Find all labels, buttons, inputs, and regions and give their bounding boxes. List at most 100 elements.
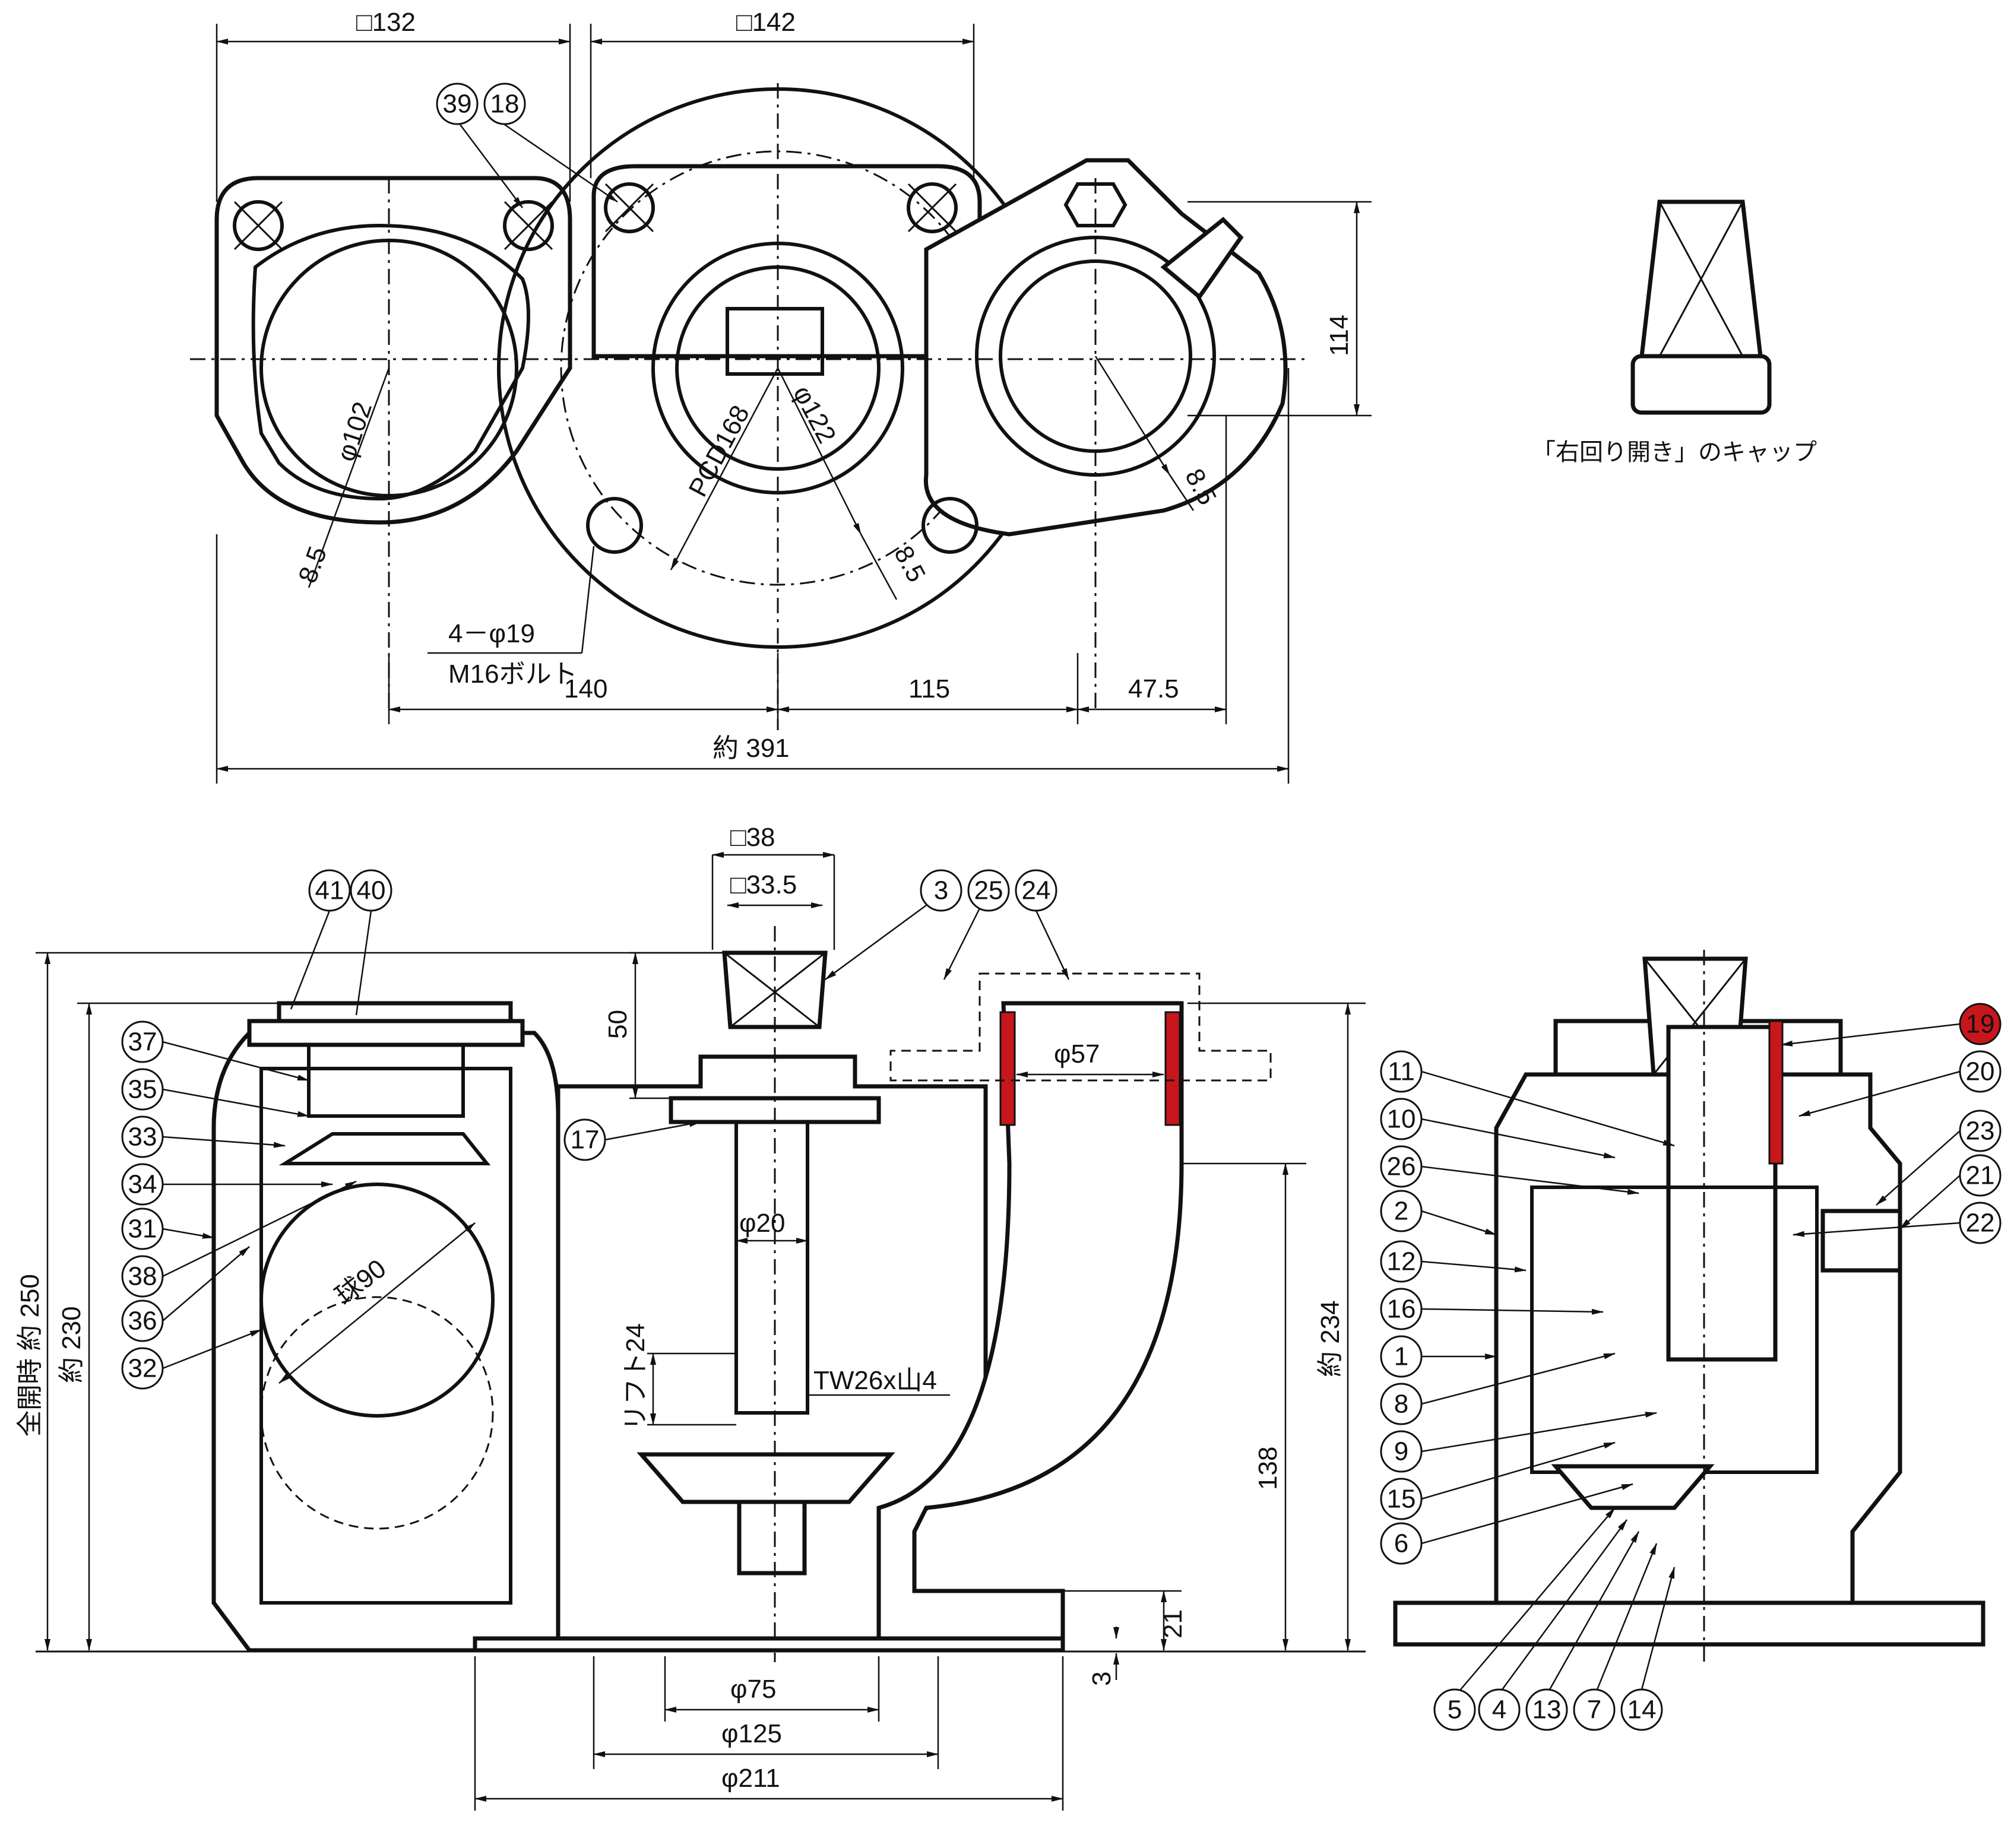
dim-phi20: φ20 <box>739 1209 785 1238</box>
balloon-23: 23 <box>1959 1110 2002 1152</box>
side-outlet-pipe <box>1666 1025 1778 1362</box>
side-base-flange <box>1393 1600 1986 1647</box>
dim-47-5: 47.5 <box>1128 674 1179 703</box>
balloon-25: 25 <box>967 869 1010 912</box>
balloon-15: 15 <box>1380 1478 1423 1520</box>
outlet-gasket-left <box>999 1011 1016 1126</box>
balloon-16: 16 <box>1380 1288 1423 1330</box>
svg-text:21: 21 <box>1966 1161 1995 1190</box>
svg-text:32: 32 <box>128 1354 157 1383</box>
dim-140: 140 <box>564 674 607 703</box>
balloon-37: 37 <box>121 1020 164 1063</box>
dim-sq142: □142 <box>736 8 796 37</box>
balloon-22: 22 <box>1959 1202 2002 1244</box>
air-valve-inner <box>259 1067 512 1605</box>
dim-phi75: φ75 <box>730 1675 776 1704</box>
dim-sq132: □132 <box>356 8 416 37</box>
cap-caption: 「右回り開き」のキャップ <box>1532 439 1817 465</box>
svg-text:12: 12 <box>1387 1247 1416 1276</box>
svg-text:16: 16 <box>1387 1295 1416 1324</box>
float-seat <box>278 1132 491 1165</box>
svg-text:15: 15 <box>1387 1485 1416 1514</box>
balloon-14: 14 <box>1620 1688 1663 1731</box>
svg-text:22: 22 <box>1966 1209 1995 1238</box>
balloon-11: 11 <box>1380 1050 1423 1093</box>
front-dimensions: □38 □33.5 50 φ57 φ20 球90 リフト24 TW26x山4 全… <box>15 823 1366 1811</box>
balloon-24: 24 <box>1015 869 1057 912</box>
balloon-34: 34 <box>121 1163 164 1206</box>
balloon-2: 2 <box>1380 1190 1423 1232</box>
balloon-21: 21 <box>1959 1154 2002 1197</box>
balloon-8: 8 <box>1380 1383 1423 1425</box>
balloon-19: 19 <box>1959 1003 2002 1045</box>
dim-50: 50 <box>603 1010 632 1039</box>
balloon-38: 38 <box>121 1255 164 1298</box>
svg-text:38: 38 <box>128 1262 157 1291</box>
svg-text:31: 31 <box>128 1215 157 1244</box>
right-square-flange <box>591 164 982 359</box>
balloon-9: 9 <box>1380 1430 1423 1473</box>
dim-phi125: φ125 <box>721 1719 782 1748</box>
dim-21: 21 <box>1158 1609 1188 1638</box>
balloon-17: 17 <box>563 1118 606 1161</box>
balloon-12: 12 <box>1380 1240 1423 1283</box>
dim-thread: TW26x山4 <box>813 1366 937 1395</box>
balloon-4: 4 <box>1478 1688 1521 1731</box>
balloon-33: 33 <box>121 1115 164 1158</box>
svg-text:9: 9 <box>1394 1437 1408 1466</box>
dim-holes: 4－φ19 <box>448 619 535 648</box>
svg-text:39: 39 <box>443 90 472 119</box>
dim-chamfer-center: 8.5 <box>888 541 931 587</box>
svg-text:17: 17 <box>571 1126 600 1155</box>
base-flange <box>473 1636 1065 1653</box>
svg-text:10: 10 <box>1387 1105 1416 1134</box>
dim-lift24: リフト24 <box>621 1323 650 1431</box>
svg-text:36: 36 <box>128 1307 157 1336</box>
cap-detail: 「右回り開き」のキャップ <box>1532 199 1817 465</box>
balloon-6: 6 <box>1380 1522 1423 1565</box>
svg-text:14: 14 <box>1627 1695 1657 1725</box>
left-flange-inner <box>251 223 530 501</box>
dim-114: 114 <box>1325 315 1354 356</box>
svg-text:4: 4 <box>1492 1695 1506 1725</box>
svg-text:1: 1 <box>1394 1342 1408 1371</box>
balloon-35: 35 <box>121 1068 164 1111</box>
dim-230: 約 230 <box>57 1306 86 1383</box>
svg-text:40: 40 <box>357 876 386 905</box>
outlet-elbow <box>876 1001 1184 1653</box>
cover-boss <box>307 1043 465 1118</box>
svg-text:37: 37 <box>128 1028 157 1057</box>
svg-text:33: 33 <box>128 1123 157 1152</box>
float-ball <box>259 1183 495 1418</box>
valve-disc <box>636 1452 895 1504</box>
balloon-1: 1 <box>1380 1335 1423 1378</box>
cap-phantom <box>889 972 1272 1082</box>
svg-text:7: 7 <box>1587 1695 1601 1725</box>
svg-text:6: 6 <box>1394 1529 1408 1558</box>
svg-text:35: 35 <box>128 1075 157 1104</box>
svg-text:3: 3 <box>934 876 948 905</box>
svg-text:41: 41 <box>315 876 344 905</box>
dim-138: 138 <box>1253 1447 1282 1490</box>
outlet-gasket-right <box>1164 1011 1181 1126</box>
dim-total-391: 約 391 <box>712 734 790 763</box>
dim-total-height: 全開時 約 250 <box>15 1274 45 1437</box>
svg-text:19: 19 <box>1966 1010 1995 1039</box>
svg-text:18: 18 <box>490 90 520 119</box>
balloon-32: 32 <box>121 1347 164 1390</box>
top-dimensions: □132 □142 114 φ102 8.5 PCD168 φ122 8.5 8… <box>216 8 1372 784</box>
balloon-40: 40 <box>350 869 392 912</box>
svg-text:34: 34 <box>128 1170 157 1199</box>
balloon-31: 31 <box>121 1207 164 1250</box>
svg-text:8: 8 <box>1394 1390 1408 1419</box>
top-cover <box>247 1019 525 1047</box>
dim-bolt: M16ボルト <box>448 660 578 689</box>
dim-3: 3 <box>1087 1672 1116 1686</box>
svg-text:23: 23 <box>1966 1117 1995 1146</box>
dim-sq38: □38 <box>730 823 775 852</box>
cap-lever <box>1160 217 1244 300</box>
balloon-36: 36 <box>121 1299 164 1342</box>
svg-text:26: 26 <box>1387 1152 1416 1181</box>
dim-sq33-5: □33.5 <box>730 870 797 899</box>
